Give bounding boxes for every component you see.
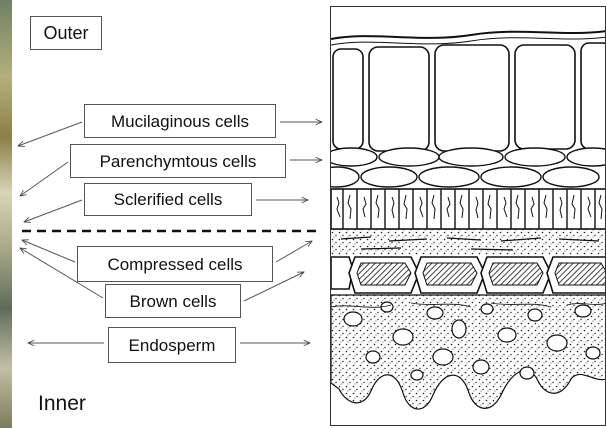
arrow-compressed-left [22,240,75,262]
arrow-brown-right [244,272,304,301]
arrow-mucilaginous-left [18,122,82,146]
arrow-compressed-right [276,241,312,262]
arrow-sclerified-left [24,200,82,222]
arrow-brown-left [20,248,103,298]
arrow-parenchymatous-left [20,162,68,196]
